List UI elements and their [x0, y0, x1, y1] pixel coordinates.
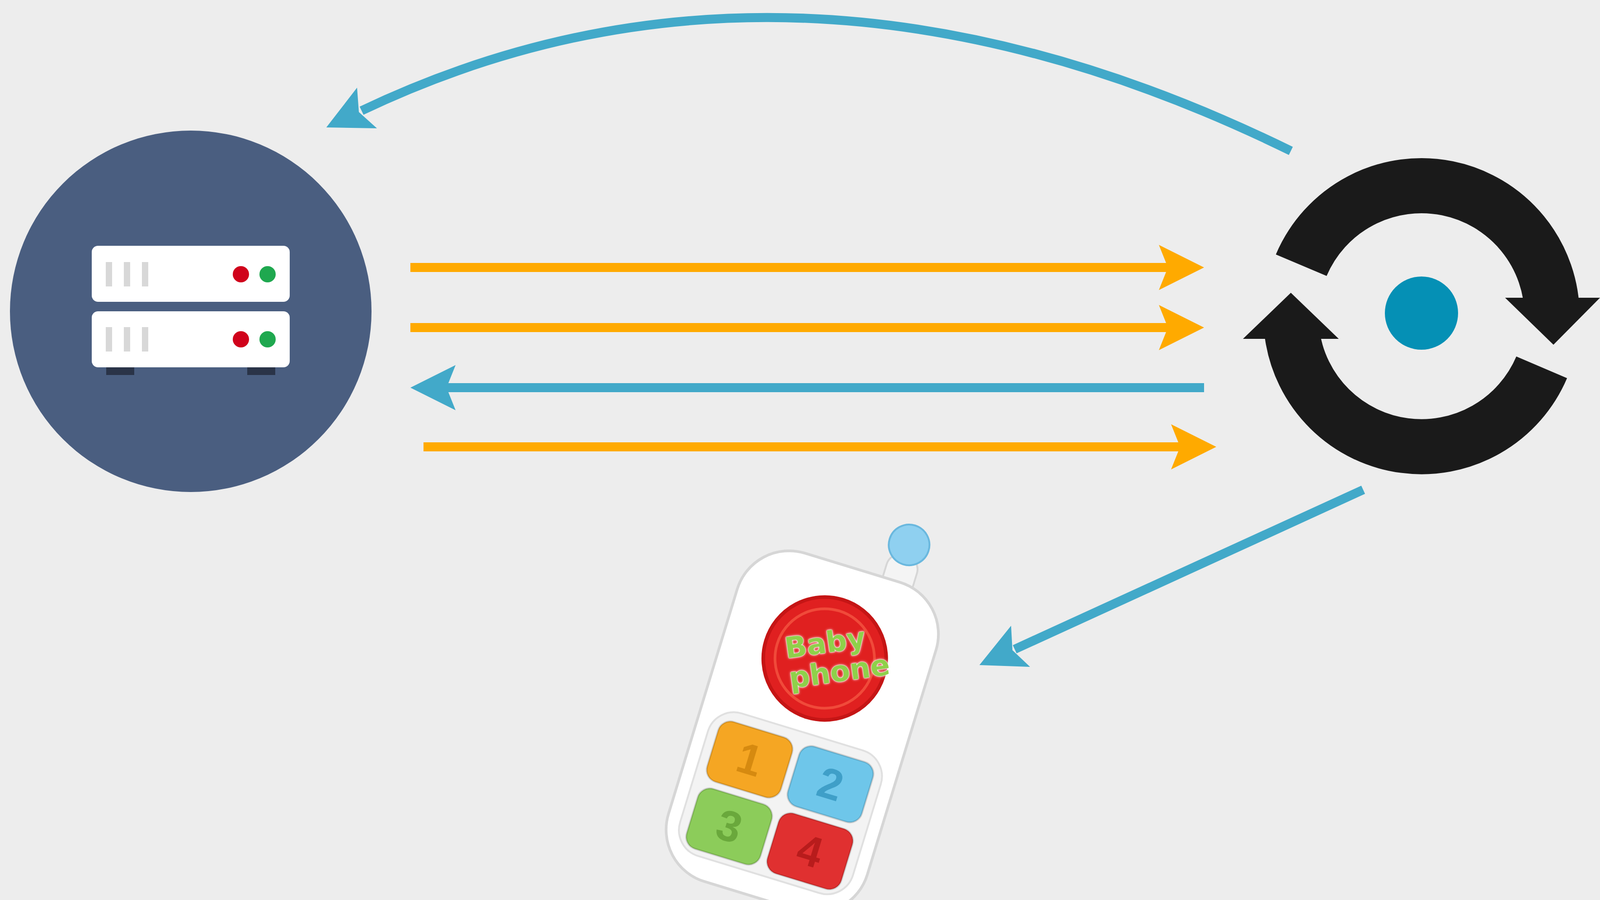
server-circle	[9, 130, 372, 493]
orange-arrow	[410, 305, 1205, 351]
sync-icon	[1242, 185, 1600, 448]
blue-arrow	[410, 365, 1205, 411]
brand-text: Baby phone	[782, 623, 867, 694]
server-icon	[91, 245, 290, 376]
blue-curved-arrow	[326, 17, 1291, 151]
orange-arrow	[410, 244, 1205, 291]
blue-arrow	[979, 489, 1364, 668]
orange-arrow	[423, 424, 1217, 470]
toy-phone: Baby phone1234	[652, 520, 958, 900]
